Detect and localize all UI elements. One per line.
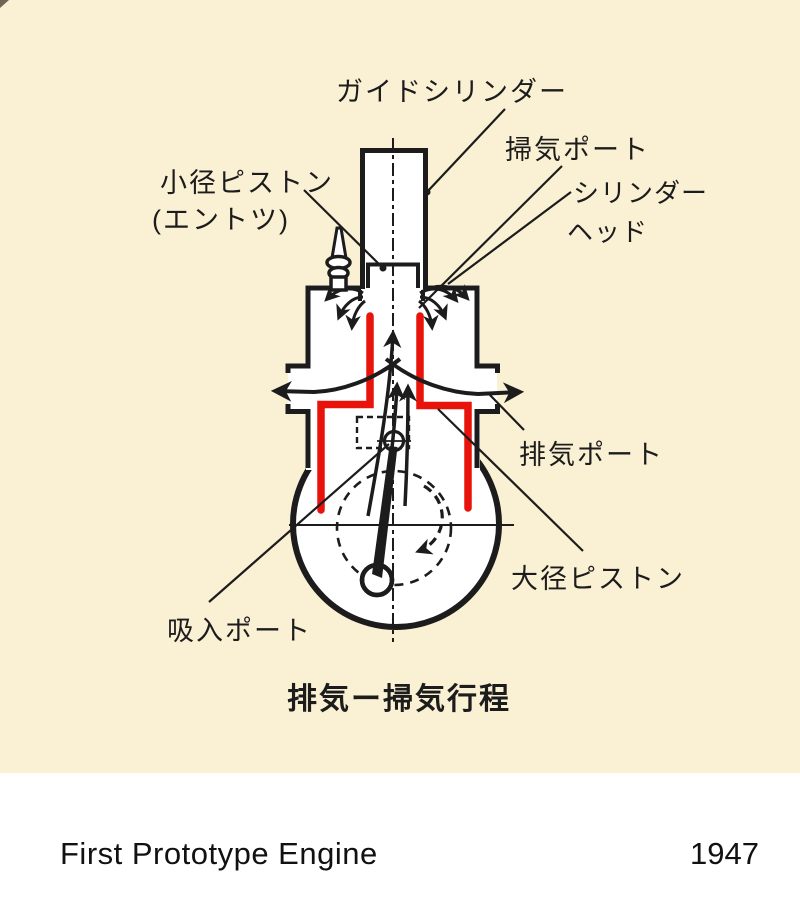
label-small-piston: 小径ピストン [160,168,334,198]
piston-red-outline [317,312,472,514]
leader-cylinder-head [447,191,572,285]
label-exhaust-port: 排気ポート [519,440,664,470]
exhaust-slot-right-fill [469,368,497,410]
leader-exhaust-port [488,393,525,431]
diagram-labels: ガイドシリンダー 掃気ポート シリンダー ヘッド 小径ピストン (エントツ) 排… [152,77,708,716]
caption-band: First Prototype Engine 1947 [0,773,800,900]
leader-guide-cylinder [426,108,506,193]
label-cylinder-head-line2: ヘッド [567,217,648,247]
exhaust-arrow-right [384,357,525,404]
engine-cross-section-diagram: ガイドシリンダー 掃気ポート シリンダー ヘッド 小径ピストン (エントツ) 排… [0,0,800,773]
label-intake-port: 吸入ポート [167,616,312,646]
flow-arrows [270,284,525,517]
label-large-piston: 大径ピストン [511,564,685,594]
leader-small-piston [303,189,384,269]
diagram-caption: 排気ー掃気行程 [287,683,511,716]
leader-lines [208,108,584,603]
leader-scavenging-port [418,165,563,309]
label-small-piston-note: (エントツ) [152,205,290,235]
footer-year: 1947 [690,836,759,871]
label-guide-cylinder: ガイドシリンダー [336,77,568,107]
crank-circle-dashed [335,469,453,587]
label-scavenging-port: 掃気ポート [505,135,650,165]
leader-large-piston [437,408,584,552]
scan-artifact [0,0,9,8]
leader-intake-port [208,443,390,603]
exhaust-slot-left-fill [288,368,315,410]
footer-title: First Prototype Engine [60,836,378,871]
spark-plug-icon [325,226,352,292]
label-cylinder-head-line1: シリンダー [573,178,708,208]
connecting-rod [372,446,398,578]
exhaust-arrow-left [270,357,402,402]
